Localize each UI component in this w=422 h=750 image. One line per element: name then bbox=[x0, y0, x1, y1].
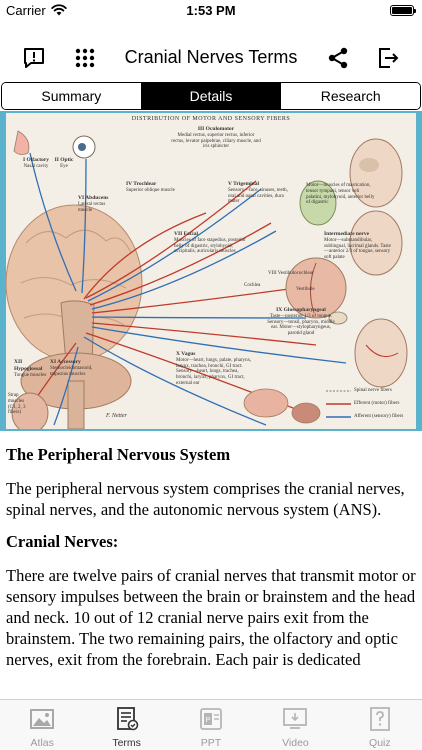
legend-efferent: Efferent (motor) fibers bbox=[354, 401, 400, 406]
share-icon[interactable] bbox=[324, 44, 352, 72]
video-icon bbox=[283, 708, 308, 729]
paragraph-cranial-nerves: There are twelve pairs of cranial nerves… bbox=[6, 566, 416, 669]
tab-atlas[interactable]: Atlas bbox=[0, 700, 84, 750]
tab-terms[interactable]: Terms bbox=[84, 700, 168, 750]
segment-details[interactable]: Details bbox=[141, 83, 282, 109]
feedback-icon[interactable] bbox=[20, 44, 48, 72]
grid-menu-icon[interactable] bbox=[71, 44, 99, 72]
figure-frame: Distribution of Motor and Sensory Fibers bbox=[0, 111, 422, 429]
legend-afferent: Afferent (sensory) fibers bbox=[354, 414, 404, 419]
document-list-icon bbox=[116, 707, 138, 731]
tab-ppt[interactable]: P PPT bbox=[169, 700, 253, 750]
label-motor-mastication: Motor—muscles of mastication, tensor tym… bbox=[306, 183, 375, 206]
carrier-label: Carrier bbox=[6, 3, 46, 18]
label-cochlea: Cochlea bbox=[244, 283, 261, 288]
paragraph-intro: The peripheral nervous system comprises … bbox=[6, 479, 405, 519]
tab-video-label: Video bbox=[282, 737, 309, 749]
tab-atlas-label: Atlas bbox=[30, 737, 54, 749]
segment-research[interactable]: Research bbox=[281, 83, 420, 109]
figure-divider bbox=[0, 429, 422, 431]
legend-spinal: Spinal nerve fibers bbox=[354, 388, 392, 393]
navigation-bar: Cranial Nerves Terms bbox=[0, 36, 422, 80]
tab-quiz[interactable]: Quiz bbox=[338, 700, 422, 750]
anatomy-drawing bbox=[6, 130, 408, 429]
tab-video[interactable]: Video bbox=[253, 700, 337, 750]
segmented-control: Summary Details Research bbox=[1, 82, 421, 110]
svg-text:P: P bbox=[206, 717, 211, 724]
tab-bar: Atlas Terms P PPT Video bbox=[0, 699, 422, 750]
artist-signature: F. Netter bbox=[106, 413, 127, 419]
heading-cranial-nerves: Cranial Nerves: bbox=[6, 532, 119, 551]
heading-peripheral-nervous-system: The Peripheral Nervous System bbox=[6, 445, 231, 464]
wifi-icon bbox=[51, 4, 67, 16]
label-vestibulocochlear: VIII Vestibulocochlear bbox=[268, 271, 314, 276]
logout-icon[interactable] bbox=[374, 44, 402, 72]
battery-icon bbox=[390, 5, 416, 16]
tab-ppt-label: PPT bbox=[200, 737, 222, 749]
article-content: The Peripheral Nervous System The periph… bbox=[6, 444, 418, 698]
tab-terms-label: Terms bbox=[112, 737, 141, 749]
image-icon bbox=[30, 709, 55, 729]
cranial-nerves-illustration[interactable]: Distribution of Motor and Sensory Fibers bbox=[6, 113, 416, 429]
quiz-icon bbox=[369, 707, 390, 731]
figure-title: Distribution of Motor and Sensory Fibers bbox=[131, 116, 291, 122]
segment-summary[interactable]: Summary bbox=[2, 83, 142, 109]
label-vestibule: Vestibule bbox=[296, 287, 315, 292]
status-bar: Carrier 1:53 PM bbox=[0, 0, 422, 22]
page-title: Cranial Nerves Terms bbox=[124, 47, 298, 67]
status-time: 1:53 PM bbox=[186, 3, 236, 18]
tab-quiz-label: Quiz bbox=[369, 737, 391, 749]
label-strap-muscles: Strap muscles (C1, 2, 3 fibers) bbox=[8, 393, 26, 416]
presentation-icon: P bbox=[200, 708, 222, 730]
